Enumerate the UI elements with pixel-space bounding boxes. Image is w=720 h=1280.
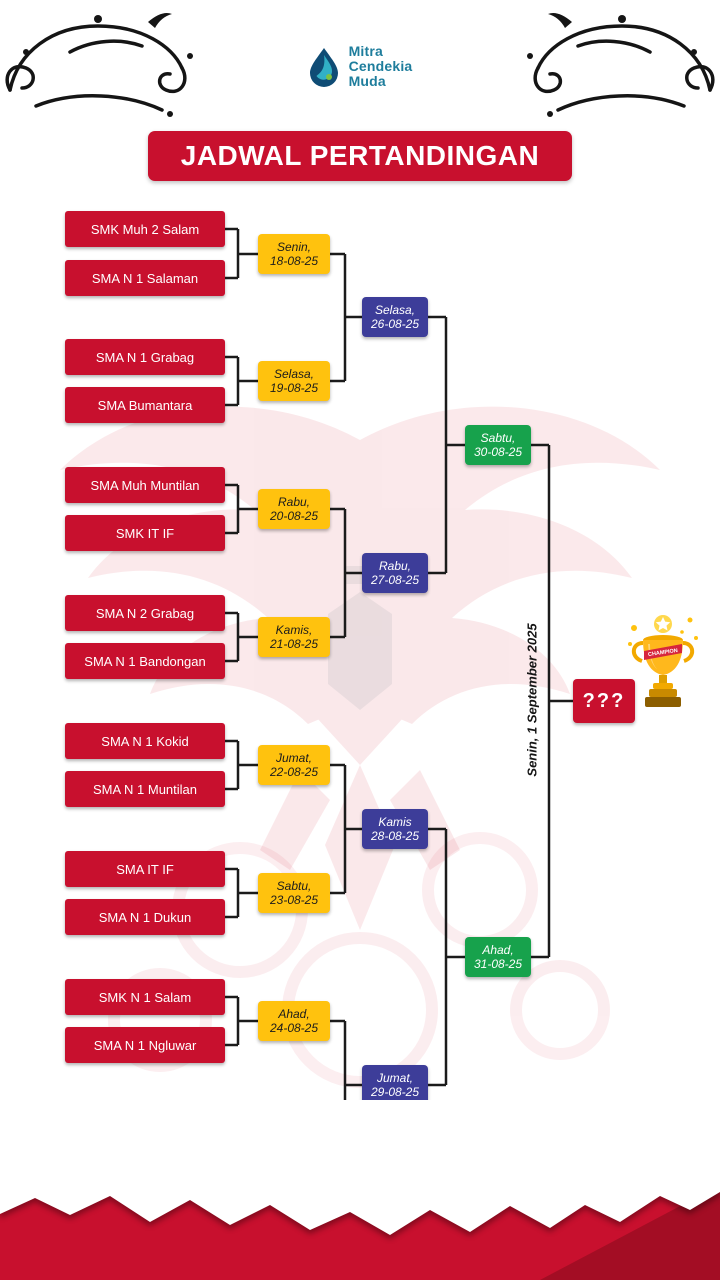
team-r1-m2-t1: SMA N 1 Grabag xyxy=(65,339,225,375)
team-r1-m4-t1: SMA N 2 Grabag xyxy=(65,595,225,631)
date-label: 22-08-25 xyxy=(269,765,319,779)
team-r1-m6-t1: SMA IT IF xyxy=(65,851,225,887)
team-r1-m7-t2: SMA N 1 Ngluwar xyxy=(65,1027,225,1063)
team-r1-m2-t2: SMA Bumantara xyxy=(65,387,225,423)
date-label: 28-08-25 xyxy=(370,829,420,843)
logo-text: Mitra Cendekia Muda xyxy=(349,44,413,89)
date-r2-m1: Selasa,26-08-25 xyxy=(362,297,428,337)
date-label: 29-08-25 xyxy=(370,1085,420,1099)
team-r1-m6-t2: SMA N 1 Dukun xyxy=(65,899,225,935)
day-label: Ahad, xyxy=(278,1007,310,1021)
logo-drop-icon xyxy=(309,47,338,87)
date-label: 19-08-25 xyxy=(269,381,319,395)
day-label: Sabtu, xyxy=(276,879,312,893)
day-label: Kamis xyxy=(378,815,412,829)
date-label: 31-08-25 xyxy=(473,957,523,971)
date-r1-m6: Sabtu,23-08-25 xyxy=(258,873,330,913)
team-r1-m7-t1: SMK N 1 Salam xyxy=(65,979,225,1015)
team-r1-m1-t1: SMK Muh 2 Salam xyxy=(65,211,225,247)
team-r1-m5-t1: SMA N 1 Kokid xyxy=(65,723,225,759)
logo-line-2: Cendekia xyxy=(348,58,413,74)
day-label: Senin, xyxy=(276,240,312,254)
day-label: Jumat, xyxy=(275,751,312,765)
day-label: Jumat, xyxy=(376,1071,413,1085)
team-r1-m4-t2: SMA N 1 Bandongan xyxy=(65,643,225,679)
corner-flourish-left xyxy=(5,13,193,117)
team-r1-m3-t1: SMA Muh Muntilan xyxy=(65,467,225,503)
day-label: Kamis, xyxy=(275,623,313,637)
day-label: Rabu, xyxy=(277,495,311,509)
date-r3-m1: Sabtu,30-08-25 xyxy=(465,425,531,465)
date-label: 23-08-25 xyxy=(269,893,319,907)
day-label: Selasa, xyxy=(374,303,416,317)
team-r1-m5-t2: SMA N 1 Muntilan xyxy=(65,771,225,807)
date-label: 18-08-25 xyxy=(269,254,319,268)
corner-flourish-right xyxy=(527,13,715,117)
date-r1-m4: Kamis,21-08-25 xyxy=(258,617,330,657)
date-label: 30-08-25 xyxy=(473,445,523,459)
date-r2-m2: Rabu,27-08-25 xyxy=(362,553,428,593)
torn-paper-bottom xyxy=(0,1100,720,1280)
date-label: 24-08-25 xyxy=(269,1021,319,1035)
date-r1-m3: Rabu,20-08-25 xyxy=(258,489,330,529)
date-r1-m5: Jumat,22-08-25 xyxy=(258,745,330,785)
date-r1-m2: Selasa,19-08-25 xyxy=(258,361,330,401)
day-label: Selasa, xyxy=(273,367,315,381)
date-r2-m4: Jumat,29-08-25 xyxy=(362,1065,428,1105)
final-winner-box: ??? xyxy=(573,679,635,723)
trophy-band-text: CHAMPION xyxy=(648,648,679,658)
day-label: Ahad, xyxy=(482,943,514,957)
page-title: JADWAL PERTANDINGAN xyxy=(148,131,572,181)
date-r1-m1: Senin,18-08-25 xyxy=(258,234,330,274)
date-label: 21-08-25 xyxy=(269,637,319,651)
logo: Mitra Cendekia Muda xyxy=(0,44,720,89)
final-date-vertical: Senin, 1 September 2025 xyxy=(524,623,540,777)
day-label: Sabtu, xyxy=(480,431,516,445)
date-label: 26-08-25 xyxy=(370,317,420,331)
trophy-icon: CHAMPION xyxy=(624,612,702,725)
date-label: 20-08-25 xyxy=(269,509,319,523)
date-r3-m2: Ahad,31-08-25 xyxy=(465,937,531,977)
team-r1-m3-t2: SMK IT IF xyxy=(65,515,225,551)
logo-line-1: Mitra xyxy=(348,43,384,59)
logo-line-3: Muda xyxy=(348,73,386,89)
date-r1-m7: Ahad,24-08-25 xyxy=(258,1001,330,1041)
team-r1-m1-t2: SMA N 1 Salaman xyxy=(65,260,225,296)
date-label: 27-08-25 xyxy=(370,573,420,587)
day-label: Rabu, xyxy=(378,559,412,573)
